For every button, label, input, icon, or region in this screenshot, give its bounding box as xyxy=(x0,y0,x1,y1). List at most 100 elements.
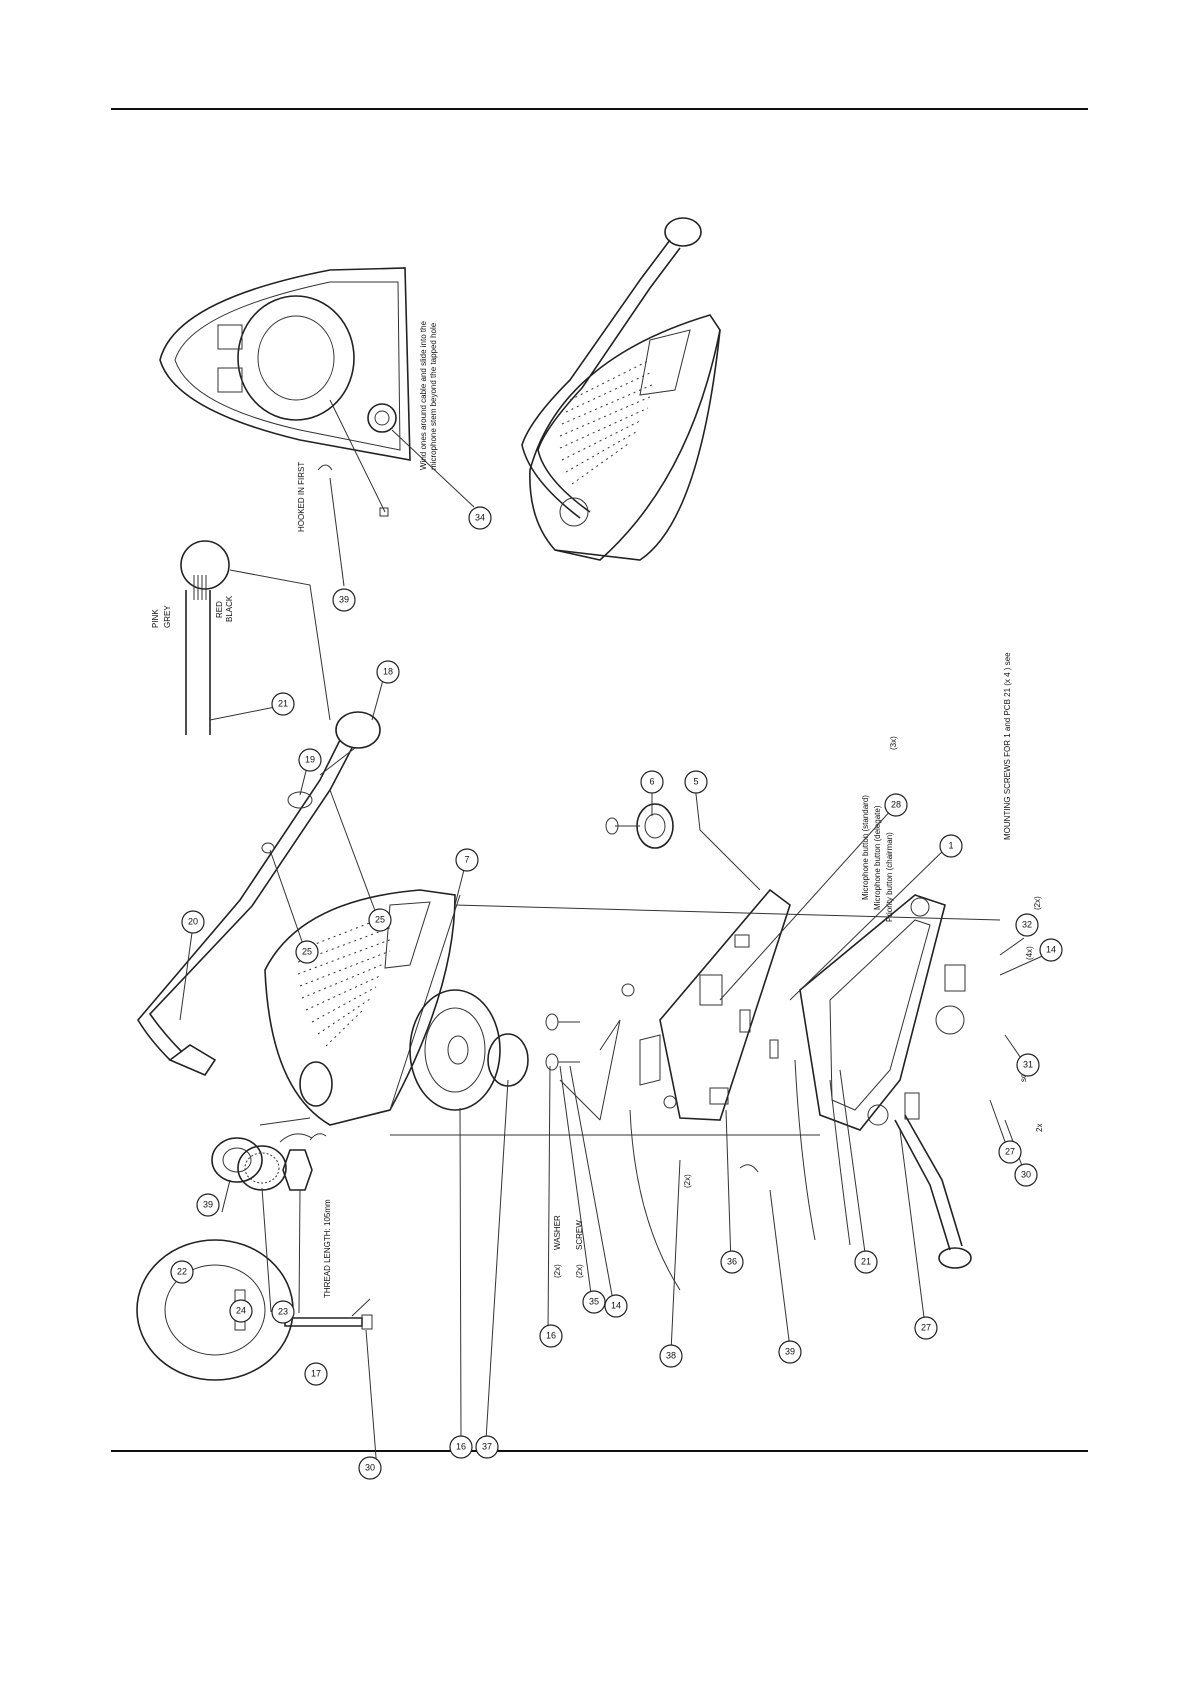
svg-text:19: 19 xyxy=(305,754,315,764)
svg-text:39: 39 xyxy=(339,594,349,604)
pcb-note-2: Microphone button (delegate) xyxy=(873,805,882,910)
wire-black: BLACK xyxy=(225,595,234,622)
callout-30-right: 30 xyxy=(1014,1163,1038,1187)
callout-27-bottom: 27 xyxy=(914,1316,938,1340)
housing-shell xyxy=(264,889,461,1126)
header-rule xyxy=(111,108,1088,110)
callout-16-mid: 16 xyxy=(539,1324,563,1348)
mount-nut-parts xyxy=(211,1117,313,1191)
svg-text:16: 16 xyxy=(546,1330,556,1340)
svg-text:39: 39 xyxy=(203,1199,213,1209)
speaker-grille-dots-a xyxy=(559,359,655,485)
svg-text:37: 37 xyxy=(482,1441,492,1451)
svg-text:22: 22 xyxy=(177,1266,187,1276)
callout-6: 6 xyxy=(640,770,664,794)
hooked-in-first-label: HOOKED IN FIRST xyxy=(297,462,306,532)
callout-36: 36 xyxy=(720,1250,744,1274)
pcb-note-1: Microphone button (standard) xyxy=(861,795,870,900)
svg-text:21: 21 xyxy=(861,1256,871,1266)
callout-14-right: 14 xyxy=(1039,938,1063,962)
thread-length-label: THREAD LENGTH: 105mm xyxy=(323,1199,332,1298)
qty-14: (2x) xyxy=(575,1264,584,1278)
svg-text:32: 32 xyxy=(1022,919,1032,929)
svg-text:16: 16 xyxy=(456,1441,466,1451)
svg-text:7: 7 xyxy=(464,854,469,864)
svg-text:24: 24 xyxy=(236,1305,246,1315)
callout-24: 24 xyxy=(229,1299,253,1323)
callout-17: 17 xyxy=(304,1362,328,1386)
callout-18: 18 xyxy=(376,660,400,684)
base-underside-view xyxy=(159,267,411,517)
svg-text:38: 38 xyxy=(666,1350,676,1360)
callout-27-right: 27 xyxy=(998,1140,1022,1164)
svg-text:1: 1 xyxy=(948,840,953,850)
svg-text:25: 25 xyxy=(302,946,312,956)
connector-cable xyxy=(629,1059,972,1291)
assembled-unit-view xyxy=(521,217,721,561)
svg-text:27: 27 xyxy=(921,1322,931,1332)
callout-23: 23 xyxy=(271,1300,295,1324)
callout-25-upper: 25 xyxy=(368,908,392,932)
callout-7: 7 xyxy=(455,848,479,872)
callout-19: 19 xyxy=(298,748,322,772)
wind-note-line-1: Wind ones around cable and slide into th… xyxy=(419,320,428,470)
svg-text:39: 39 xyxy=(785,1346,795,1356)
svg-text:35: 35 xyxy=(589,1296,599,1306)
callout-39-top: 39 xyxy=(332,588,356,612)
microphone-stem xyxy=(137,711,381,1076)
svg-text:18: 18 xyxy=(383,666,393,676)
callout-38: 38 xyxy=(659,1344,683,1368)
qty-30: 2x xyxy=(1035,1124,1044,1132)
svg-text:5: 5 xyxy=(693,776,698,786)
callout-32: 32 xyxy=(1015,913,1039,937)
mounting-screws-note: MOUNTING SCREWS FOR 1 and PCB 21 (x 4 ) … xyxy=(1003,652,1012,840)
svg-text:17: 17 xyxy=(311,1368,321,1378)
qty-31: (4x) xyxy=(1025,946,1034,960)
leader-lines xyxy=(179,429,1048,1471)
speaker-grille-dots-b xyxy=(297,914,393,1047)
callout-37: 37 xyxy=(475,1435,499,1459)
svg-text:36: 36 xyxy=(727,1256,737,1266)
svg-text:28: 28 xyxy=(891,799,901,809)
wind-note-line-2: microphone stem beyond the tapped hole xyxy=(429,322,438,470)
loudspeaker xyxy=(409,989,529,1111)
callout-1: 1 xyxy=(939,834,963,858)
knob xyxy=(605,803,674,849)
svg-text:21: 21 xyxy=(278,698,288,708)
svg-text:27: 27 xyxy=(1005,1146,1015,1156)
callout-21-cable: 21 xyxy=(271,692,295,716)
callout-39-left: 39 xyxy=(196,1193,220,1217)
callout-20: 20 xyxy=(181,910,205,934)
qty-36: (2x) xyxy=(683,1174,692,1188)
callout-30-left: 30 xyxy=(358,1456,382,1480)
wire-pink: PINK xyxy=(151,609,160,628)
svg-text:6: 6 xyxy=(649,776,654,786)
callout-5: 5 xyxy=(684,770,708,794)
pcb-board xyxy=(621,888,791,1121)
washer-label: WASHER xyxy=(553,1215,562,1250)
qty-28: (3x) xyxy=(889,736,898,750)
callout-16-left: 16 xyxy=(449,1435,473,1459)
screws-and-washers xyxy=(309,1013,759,1173)
callout-25-lower: 25 xyxy=(295,940,319,964)
qty-35: (2x) xyxy=(553,1264,562,1278)
svg-text:14: 14 xyxy=(611,1300,621,1310)
qty-14b: (2x) xyxy=(1033,896,1042,910)
callout-28: 28 xyxy=(884,793,908,817)
wire-red: RED xyxy=(215,601,224,618)
callout-39-mid: 39 xyxy=(778,1340,802,1364)
pcb-note-3: Priority button (chairman) xyxy=(885,832,894,922)
cable-tie-detail xyxy=(136,1239,373,1381)
svg-text:30: 30 xyxy=(1021,1169,1031,1179)
footer-rule xyxy=(111,1450,1088,1452)
base-chassis xyxy=(799,894,966,1131)
callout-34: 34 xyxy=(468,506,492,530)
callout-22: 22 xyxy=(170,1260,194,1284)
callout-31: 31 xyxy=(1016,1053,1040,1077)
screw-label: SCREW xyxy=(575,1220,584,1250)
callout-21-pcb: 21 xyxy=(854,1250,878,1274)
callout-35: 35 xyxy=(582,1290,606,1314)
svg-text:23: 23 xyxy=(278,1306,288,1316)
svg-text:14: 14 xyxy=(1046,944,1056,954)
